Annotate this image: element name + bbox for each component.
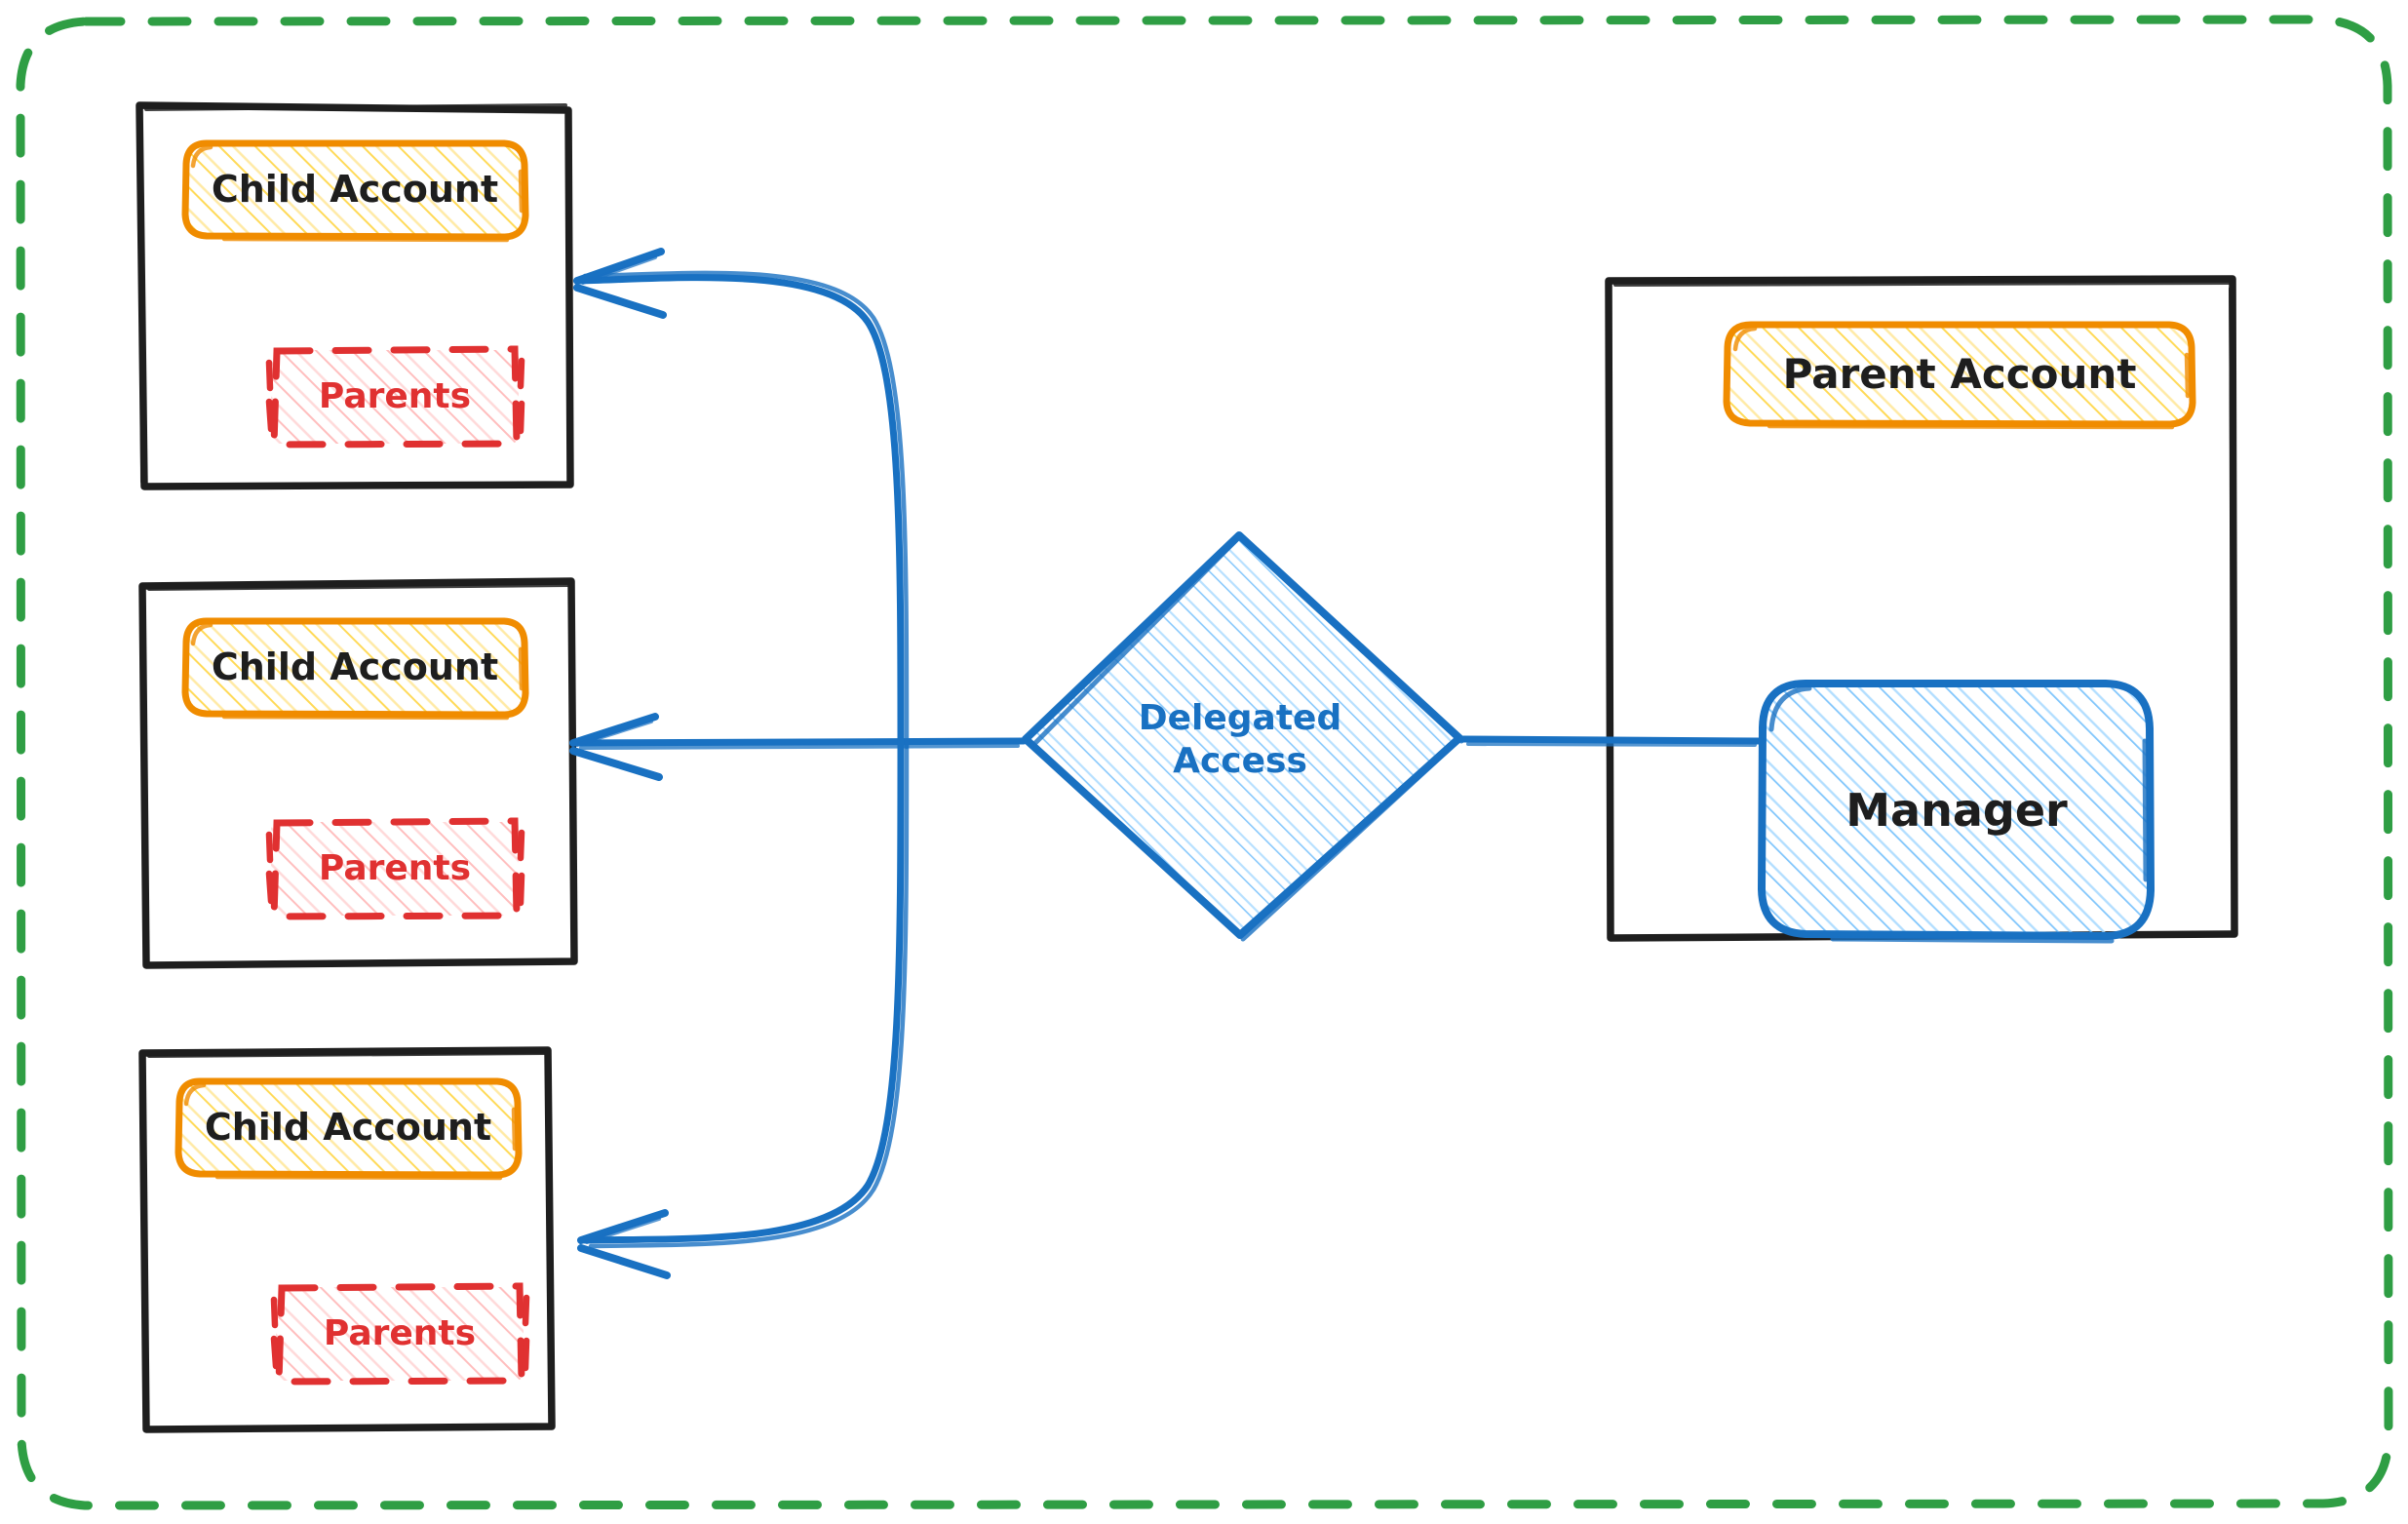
child-account-box-2[interactable] <box>181 617 529 721</box>
connector-manager-to-delegated-access <box>1458 735 1765 747</box>
child-account-box-1[interactable] <box>181 139 529 243</box>
parents-box-3[interactable] <box>270 1282 530 1386</box>
parents-box-2[interactable] <box>265 817 525 920</box>
delegated-access-diamond[interactable] <box>1022 531 1464 942</box>
connector-delegated-access-to-child-3 <box>577 737 910 1279</box>
manager-box[interactable] <box>1757 680 2156 944</box>
connector-delegated-access-to-child-1 <box>573 248 910 753</box>
organization-boundary-frame <box>16 15 2393 1510</box>
connector-delegated-access-to-child-2 <box>569 713 1028 781</box>
parent-account-box[interactable] <box>1723 321 2196 430</box>
child-account-box-3[interactable] <box>175 1077 523 1181</box>
parents-box-1[interactable] <box>265 345 525 449</box>
